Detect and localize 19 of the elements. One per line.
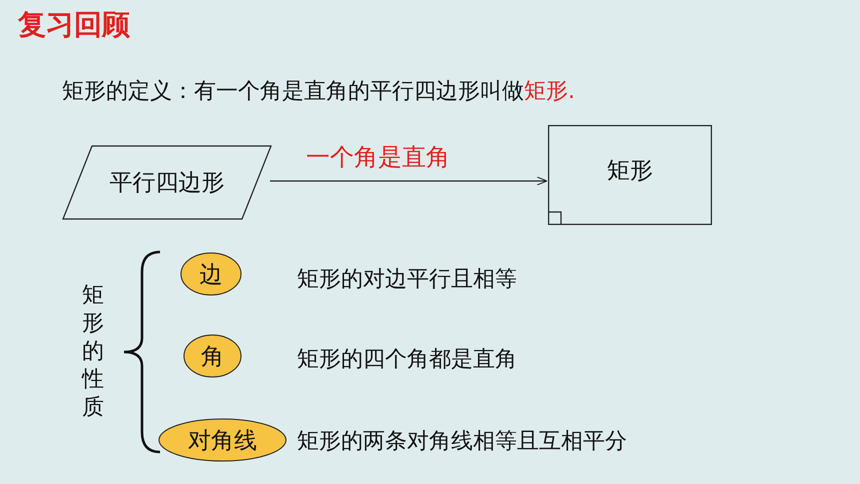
rectangle-shape [548,125,712,225]
slide-title: 复习回顾 [18,7,130,43]
property-text: 矩形的四个角都是直角 [297,346,517,374]
node-text: 边 [200,260,222,290]
node-text: 矩形 [607,157,653,186]
node-text: 对角线 [188,426,257,456]
node-text: 平行四边形 [110,169,224,198]
arrow [270,176,548,186]
edge-label: 一个角是直角 [306,142,450,173]
oval-tag [183,334,242,378]
oval-tag [158,418,287,462]
property-text: 矩形的两条对角线相等且互相平分 [297,428,627,456]
oval-tag [180,252,242,296]
parallelogram-shape [62,145,272,220]
definition-text: 矩形的定义：有一个角是直角的平行四边形叫做 [62,78,524,106]
highlighted-term: 矩形. [524,78,575,106]
property-text: 矩形的对边平行且相等 [297,266,517,294]
vertical-heading: 矩形的性质 [82,282,105,422]
node-text: 角 [201,342,224,372]
